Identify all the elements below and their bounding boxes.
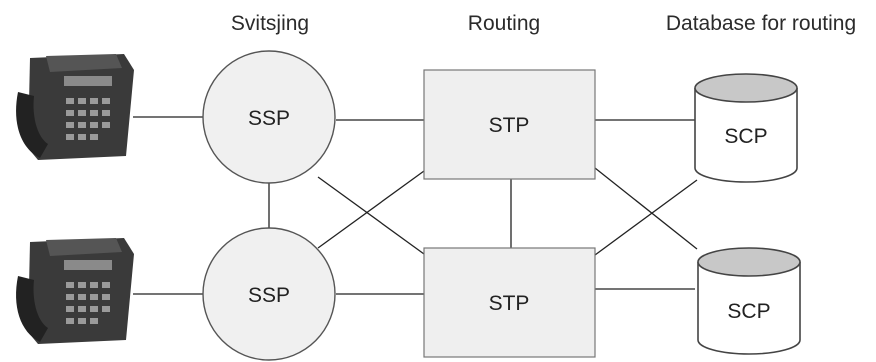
scp-bottom-label: SCP bbox=[727, 300, 770, 323]
links bbox=[133, 116, 698, 295]
ssp-bottom-node: SSP bbox=[202, 227, 336, 361]
scp-bottom-database-icon: SCP bbox=[697, 247, 801, 355]
ssp-bottom-label: SSP bbox=[248, 284, 290, 307]
link-stp-bottom-scp-top bbox=[594, 179, 698, 256]
stp-bottom-label: STP bbox=[489, 292, 530, 315]
stp-bottom-node: STP bbox=[423, 247, 596, 358]
scp-top-label: SCP bbox=[724, 125, 767, 148]
header-routing: Routing bbox=[468, 12, 540, 35]
stp-top-node: STP bbox=[423, 69, 596, 180]
phone-bottom-icon bbox=[16, 238, 134, 344]
header-database: Database for routing bbox=[666, 12, 856, 35]
link-stp-top-scp-bottom bbox=[594, 167, 698, 250]
phone-top-icon bbox=[16, 54, 134, 160]
ssp-top-node: SSP bbox=[202, 50, 336, 184]
stp-top-label: STP bbox=[489, 114, 530, 137]
link-ssp-top-stp-bottom bbox=[317, 176, 425, 255]
header-switching: Svitsjing bbox=[231, 12, 309, 35]
ssp-top-label: SSP bbox=[248, 107, 290, 130]
link-ssp-bottom-stp-top bbox=[317, 170, 425, 249]
scp-top-database-icon: SCP bbox=[694, 73, 798, 183]
